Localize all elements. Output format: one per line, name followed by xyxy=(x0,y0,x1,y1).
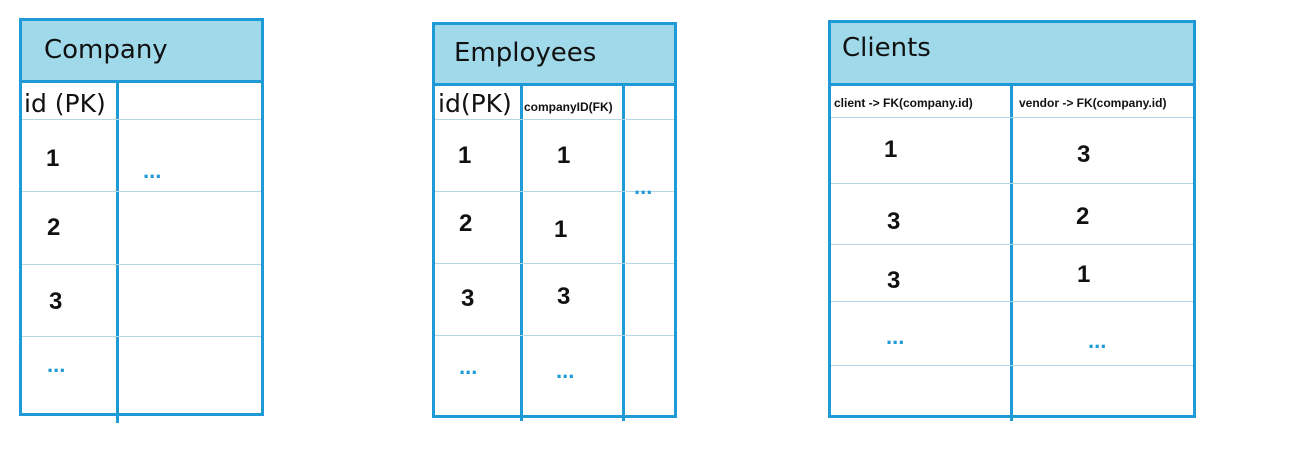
employees-companyid-header: companyID(FK) xyxy=(524,100,613,114)
clients-row-divider xyxy=(831,117,1193,118)
clients-row-divider xyxy=(831,183,1193,184)
employees-title-text: Employees xyxy=(454,38,597,68)
employees-companyid-cell: 3 xyxy=(557,283,571,310)
employees-companyid-ellipsis: ... xyxy=(556,358,575,383)
employees-id-cell: 2 xyxy=(459,210,473,237)
employees-table-title: Employees xyxy=(435,25,674,86)
clients-vendor-cell: 2 xyxy=(1076,203,1090,230)
company-row-divider xyxy=(22,336,261,337)
clients-vendor-header: vendor -> FK(company.id) xyxy=(1019,96,1167,110)
company-row-divider xyxy=(22,191,261,192)
clients-row-divider xyxy=(831,244,1193,245)
employees-column-divider xyxy=(520,86,523,421)
company-extra-column-ellipsis: ... xyxy=(143,158,162,183)
company-table-title: Company xyxy=(22,21,261,83)
employees-row-divider xyxy=(435,191,674,192)
clients-row-divider xyxy=(831,365,1193,366)
employees-id-ellipsis: ... xyxy=(459,354,478,379)
employees-row-divider xyxy=(435,335,674,336)
clients-vendor-cell: 1 xyxy=(1077,261,1091,288)
clients-vendor-cell: 3 xyxy=(1077,141,1091,168)
employees-companyid-cell: 1 xyxy=(557,142,571,169)
clients-table: Clients client -> FK(company.id) vendor … xyxy=(828,20,1196,421)
employees-row-divider xyxy=(435,263,674,264)
company-id-ellipsis: ... xyxy=(47,352,66,377)
company-row-divider xyxy=(22,264,261,265)
employees-column-divider xyxy=(622,86,625,421)
clients-client-ellipsis: ... xyxy=(886,324,905,349)
clients-row-divider xyxy=(831,301,1193,302)
company-table: Company id (PK) 1 2 3 ... ... xyxy=(19,18,264,423)
employees-extra-column-ellipsis: ... xyxy=(634,174,653,199)
clients-client-cell: 3 xyxy=(887,267,901,294)
clients-vendor-ellipsis: ... xyxy=(1088,328,1107,353)
company-column-divider xyxy=(116,83,119,423)
employees-id-cell: 1 xyxy=(458,142,472,169)
employees-companyid-cell: 1 xyxy=(554,216,568,243)
clients-title-text: Clients xyxy=(842,33,931,63)
employees-id-cell: 3 xyxy=(461,285,475,312)
clients-client-cell: 3 xyxy=(887,208,901,235)
employees-row-divider xyxy=(435,119,674,120)
clients-table-title: Clients xyxy=(831,23,1193,86)
clients-client-cell: 1 xyxy=(884,136,898,163)
company-title-text: Company xyxy=(44,35,168,65)
company-id-cell: 1 xyxy=(46,145,60,172)
employees-table: Employees id(PK) companyID(FK) 1 1 2 1 3… xyxy=(432,22,677,421)
company-row-divider xyxy=(22,119,261,120)
clients-column-divider xyxy=(1010,86,1013,421)
clients-client-header: client -> FK(company.id) xyxy=(834,96,973,110)
company-id-header: id (PK) xyxy=(24,89,106,118)
company-id-cell: 3 xyxy=(49,288,63,315)
employees-id-header: id(PK) xyxy=(438,89,512,118)
company-id-cell: 2 xyxy=(47,214,61,241)
